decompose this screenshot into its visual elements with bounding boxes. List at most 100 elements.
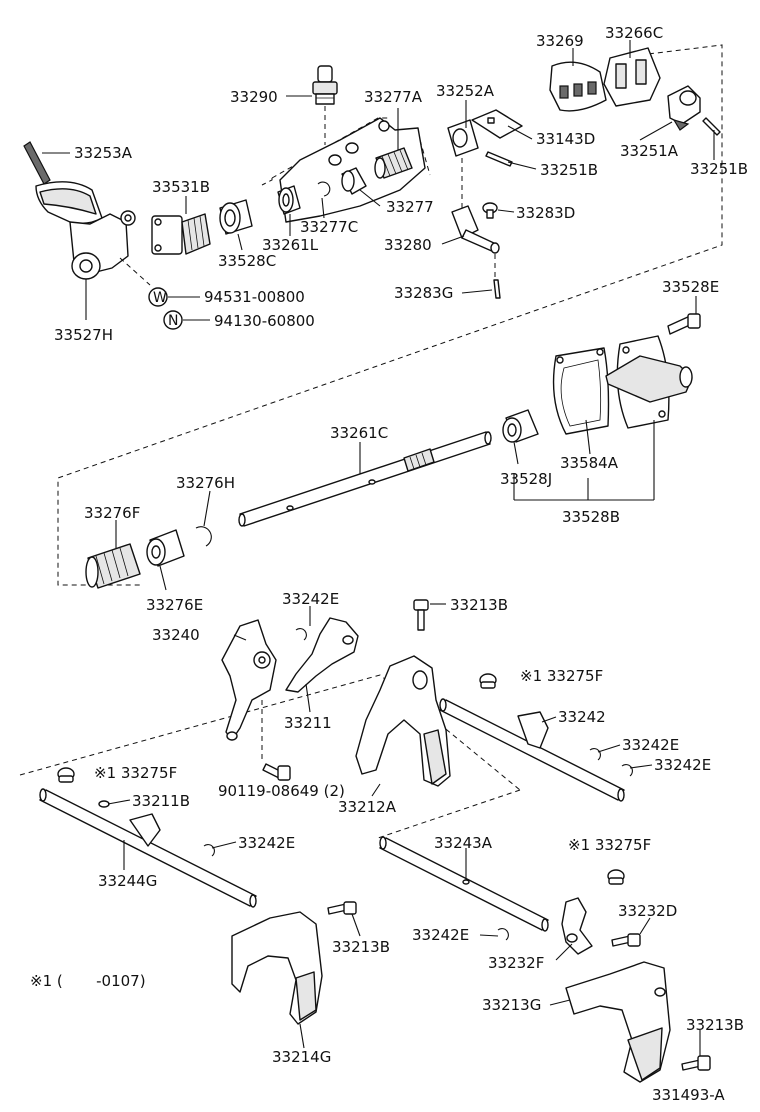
label-33242E-5: 33242E (412, 926, 469, 944)
cover-33269 (549, 61, 607, 112)
plug-33275F-2 (57, 767, 75, 783)
label-33528J: 33528J (500, 470, 552, 488)
pin-33283G (493, 279, 501, 299)
plug-33277 (341, 167, 367, 195)
label-33276F: 33276F (84, 504, 140, 522)
spring-33277A (374, 147, 413, 179)
back-up-switch-33290 (312, 65, 338, 145)
select-lever-33240 (221, 619, 277, 741)
label-33242E-2: 33242E (622, 736, 679, 754)
plate-33143D (471, 109, 523, 139)
gasket-33584A (552, 347, 610, 435)
label-33252A: 33252A (436, 82, 495, 100)
snap-ring-33242E-a (295, 628, 307, 641)
label-33528E: 33528E (662, 278, 719, 296)
label-33269: 33269 (536, 32, 584, 50)
bolt-33283D (482, 202, 498, 219)
snap-ring-33242E-b (589, 748, 601, 761)
bushing-33261L (277, 185, 301, 215)
label-33275F-2: ※1 33275F (94, 764, 177, 782)
lock-block-33252A (447, 119, 479, 157)
label-33212A: 33212A (338, 798, 397, 816)
bushing-33276E (146, 529, 185, 567)
pin-33251B-mid (485, 151, 513, 167)
label-33251B-top: 33251B (690, 160, 748, 178)
diagram-code: 331493-A (652, 1086, 725, 1104)
label-33275F-3: ※1 33275F (568, 836, 651, 854)
label-33242E-4: 33242E (238, 834, 295, 852)
bushing-33528C (219, 199, 253, 235)
label-33242E-3: 33242E (654, 756, 711, 774)
bolt-33213B-mid (327, 901, 357, 915)
label-33527H: 33527H (54, 326, 113, 344)
shift-head-33251A (667, 85, 701, 131)
plug-33275F-1 (479, 673, 497, 689)
label-33232D: 33232D (618, 902, 677, 920)
shift-fork-33212A (355, 655, 451, 787)
bolt-90119 (262, 763, 291, 781)
label-33214G: 33214G (272, 1048, 331, 1066)
pin-33251B-top (702, 117, 721, 136)
label-33283D: 33283D (516, 204, 575, 222)
label-94130-60800: 94130-60800 (214, 312, 315, 330)
shift-shaft-33243A (379, 836, 549, 932)
label-33244G: 33244G (98, 872, 157, 890)
label-33251A: 33251A (620, 142, 679, 160)
label-33283G: 33283G (394, 284, 453, 302)
label-33277: 33277 (386, 198, 434, 216)
shift-shaft-33261C (238, 431, 492, 527)
snap-ring-33276H (195, 526, 212, 547)
shift-fork-33213G (565, 961, 671, 1083)
bearing-33528J (502, 409, 539, 443)
shift-lever-33253A (23, 141, 136, 320)
label-33243A: 33243A (434, 834, 493, 852)
shift-shaft-33244G (39, 788, 257, 908)
leader-lines (42, 40, 715, 1056)
label-33276E: 33276E (146, 596, 203, 614)
label-33275F-1: ※1 33275F (520, 667, 603, 685)
label-94531-00800: 94531-00800 (204, 288, 305, 306)
label-33211B: 33211B (132, 792, 190, 810)
label-33213B-1: 33213B (450, 596, 508, 614)
bolt-33528E (667, 313, 701, 335)
label-33213G: 33213G (482, 996, 541, 1014)
label-33242E-1: 33242E (282, 590, 339, 608)
label-33531B: 33531B (152, 178, 210, 196)
interlock-shaft-33280 (451, 205, 500, 254)
snap-ring-33242E-c (621, 764, 633, 777)
nut-symbol-N: N (163, 310, 183, 330)
snap-ring-33242E-d (203, 844, 215, 857)
label-33528C: 33528C (218, 252, 276, 270)
bolt-33213B-top (413, 599, 429, 631)
label-33143D: 33143D (536, 130, 595, 148)
shift-arm-33211 (285, 617, 359, 693)
label-33584A: 33584A (560, 454, 619, 472)
label-33261C: 33261C (330, 424, 388, 442)
label-33290: 33290 (230, 88, 278, 106)
symbol-n-text: N (168, 313, 178, 329)
shift-shaft-33242 (439, 698, 625, 802)
label-90119-08649: 90119-08649 (2) (218, 782, 345, 800)
label-33211: 33211 (284, 714, 332, 732)
bolt-33232D (611, 933, 641, 947)
label-33242: 33242 (558, 708, 606, 726)
part-labels: 33269 33266C 33290 33277A 33252A 33143D … (30, 24, 748, 1104)
shift-head-33232F (561, 897, 593, 955)
label-33261L: 33261L (262, 236, 319, 254)
cam-33266C (603, 47, 661, 107)
label-33232F: 33232F (488, 954, 544, 972)
shaft-housing-cover (605, 335, 693, 429)
label-33253A: 33253A (74, 144, 133, 162)
shift-fork-33214G (231, 911, 323, 1025)
spring-33276F (85, 543, 141, 589)
washer-symbol-W: W (148, 287, 168, 307)
label-33251B-mid: 33251B (540, 161, 598, 179)
bolt-33213B-bottom (681, 1055, 711, 1071)
plug-33275F-3 (607, 869, 625, 885)
label-33276H: 33276H (176, 474, 235, 492)
label-33277A: 33277A (364, 88, 423, 106)
footnote-date-range: ※1 ( -0107) (30, 972, 146, 990)
label-33240: 33240 (152, 626, 200, 644)
label-33277C: 33277C (300, 218, 358, 236)
